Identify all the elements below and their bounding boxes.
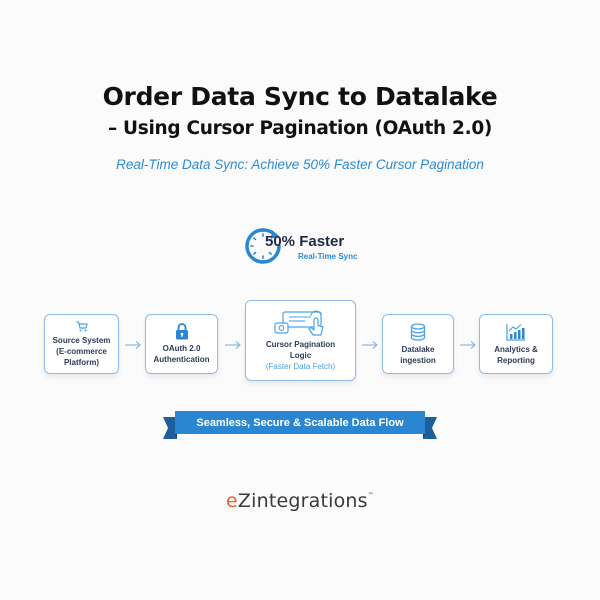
flow-step-cursor-pagination: Cursor Pagination Logic (Faster Data Fet… [245,300,356,381]
padlock-icon [175,323,188,340]
shopping-cart-icon [76,320,88,331]
page-title: Order Data Sync to Datalake [102,82,498,111]
arrow-right-icon [460,341,476,349]
step-accent-label: (Faster Data Fetch) [265,361,336,371]
stopwatch-arrow-icon [245,228,281,264]
logo-main: Zintegrations [237,490,368,512]
arrow-right-icon [125,341,141,349]
brand-logo: eZintegrations™ [0,490,600,512]
speed-badge: 50% Faster Real-Time Sync [241,224,371,268]
flow-step-datalake-ingestion: Datalake ingestion [382,314,454,374]
step-label: Reporting [497,355,535,365]
cursor-click-window-icon [273,310,324,336]
flow-step-oauth: OAuth 2.0 Authentication [145,314,218,374]
ribbon-right-tail [423,417,437,439]
step-label: Source System [52,335,111,345]
badge-headline: 50% Faster [265,233,345,250]
step-label: OAuth 2.0 [162,344,201,353]
logo-trademark: ™ [367,492,374,499]
badge-caption: Real-Time Sync [298,252,358,261]
database-icon [410,322,426,341]
step-label: ingestion [400,355,436,365]
page-title-subline: – Using Cursor Pagination (OAuth 2.0) [107,118,493,139]
tagline: Real-Time Data Sync: Achieve 50% Faster … [116,157,484,172]
step-label: Analytics & [494,344,538,354]
step-label: Platform) [63,357,100,367]
arrow-right-icon [225,341,241,349]
step-label: Datalake [401,344,435,354]
flow-step-analytics-reporting: Analytics & Reporting [479,314,553,374]
bar-chart-icon [506,323,525,341]
arrow-right-icon [362,341,378,349]
flow-step-source-system: Source System (E-commerce Platform) [44,314,119,374]
step-label: (E-commerce [56,346,107,356]
step-label: Authentication [153,355,210,364]
logo-prefix: e [226,490,238,512]
ribbon-label: Seamless, Secure & Scalable Data Flow [175,411,425,434]
step-label: Logic [289,350,312,360]
tagline-ribbon: Seamless, Secure & Scalable Data Flow [163,408,437,440]
step-label: Cursor Pagination [265,339,336,349]
ribbon-left-tail [163,417,177,439]
